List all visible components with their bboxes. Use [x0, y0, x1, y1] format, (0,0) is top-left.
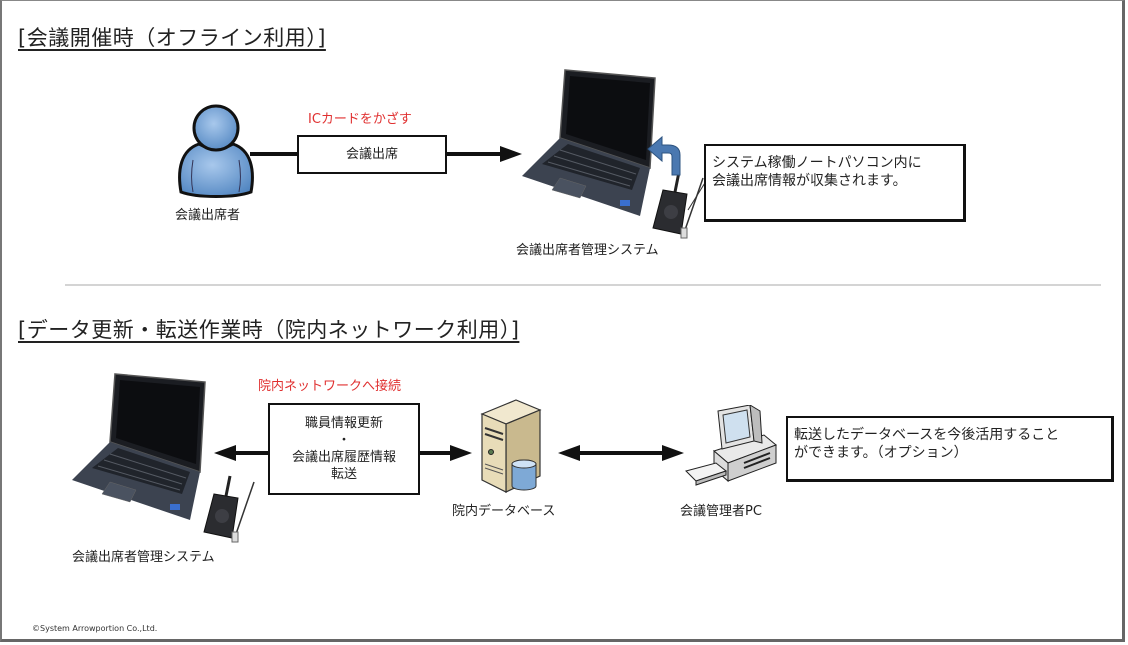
- laptop-icon: [522, 69, 656, 216]
- flow-box-line: ・: [337, 433, 351, 448]
- update-transfer-flow-box: 職員情報更新 ・ 会議出席履歴情報 転送: [268, 403, 420, 495]
- ic-card-action-label: ICカードをかざす: [308, 112, 412, 127]
- laptop-icon-2: [72, 373, 206, 520]
- attendance-flow-box-label: 会議出席: [345, 147, 398, 162]
- ic-card-reader-icon-2: [203, 475, 255, 543]
- section-divider: [65, 284, 1101, 286]
- db-pc-arrow: [558, 445, 684, 461]
- admin-pc-icon: [685, 405, 777, 486]
- offline-note-line: 会議出席情報が収集されます。: [712, 173, 907, 189]
- flow-arrow-2: [214, 445, 472, 461]
- upload-curved-arrow-icon: [647, 135, 681, 176]
- offline-note-box: システム稼働ノートパソコン内に 会議出席情報が収集されます。: [704, 144, 966, 222]
- database-label: 院内データベース: [452, 504, 556, 519]
- system-label-2: 会議出席者管理システム: [72, 550, 215, 565]
- admin-pc-label: 会議管理者PC: [680, 504, 762, 519]
- offline-note-line: システム稼働ノートパソコン内に: [712, 155, 922, 171]
- flow-arrow-1: [250, 146, 522, 162]
- option-note-line: 転送したデータベースを今後活用すること: [794, 427, 1060, 443]
- attendee-label: 会議出席者: [175, 208, 241, 223]
- database-server-icon: [480, 399, 542, 493]
- section1-title: [会議開催時（オフライン利用）]: [18, 26, 326, 50]
- flow-box-line: 会議出席履歴情報: [291, 450, 396, 465]
- option-note-line: ができます。（オプション）: [794, 445, 968, 461]
- section2-title: [データ更新・転送作業時（院内ネットワーク利用）]: [18, 318, 520, 342]
- person-icon: [178, 104, 254, 198]
- flow-box-line: 職員情報更新: [304, 416, 383, 431]
- flow-box-line: 転送: [330, 467, 357, 482]
- option-note-box: 転送したデータベースを今後活用すること ができます。（オプション）: [786, 416, 1114, 482]
- copyright-text: ©System Arrowportion Co.,Ltd.: [32, 624, 158, 633]
- network-connect-label: 院内ネットワークへ接続: [258, 379, 402, 394]
- attendance-flow-box: 会議出席: [297, 135, 447, 174]
- system-label-1: 会議出席者管理システム: [516, 243, 659, 258]
